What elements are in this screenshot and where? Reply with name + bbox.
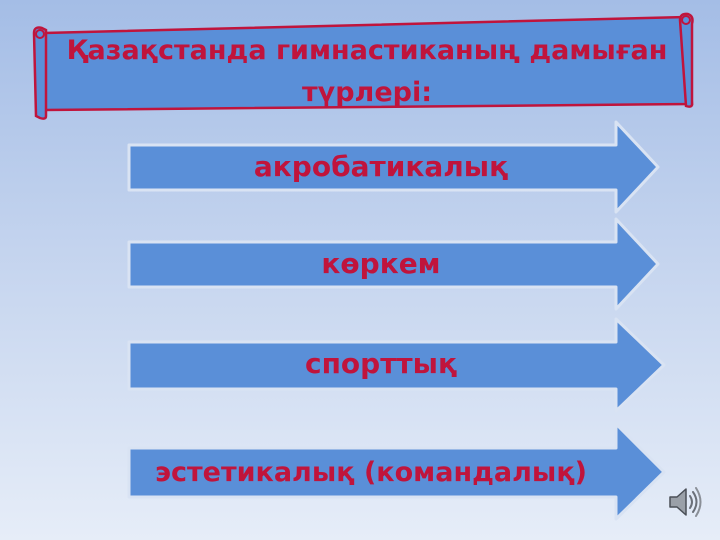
arrow-label: спорттық: [304, 347, 457, 380]
arrow-item-1: акробатикалық: [126, 120, 686, 220]
arrow-shape: [127, 217, 660, 311]
arrow-item-4: эстетикалық (командалық): [126, 422, 686, 522]
arrow-label: акробатикалық: [253, 150, 509, 183]
arrow-label: эстетикалық (командалық): [154, 457, 588, 488]
speaker-icon[interactable]: [664, 482, 704, 522]
arrow-shape: [127, 317, 666, 413]
arrow-item-3: спорттық: [126, 317, 686, 417]
arrow-shape: [127, 422, 666, 521]
title-scroll-banner: [32, 12, 694, 120]
slide-title: Қазақстанда гимнастиканың дамыған түрлер…: [66, 35, 668, 108]
arrow-item-2: көркем: [126, 217, 686, 317]
arrow-label: көркем: [321, 247, 441, 280]
arrow-shape: [127, 120, 660, 214]
